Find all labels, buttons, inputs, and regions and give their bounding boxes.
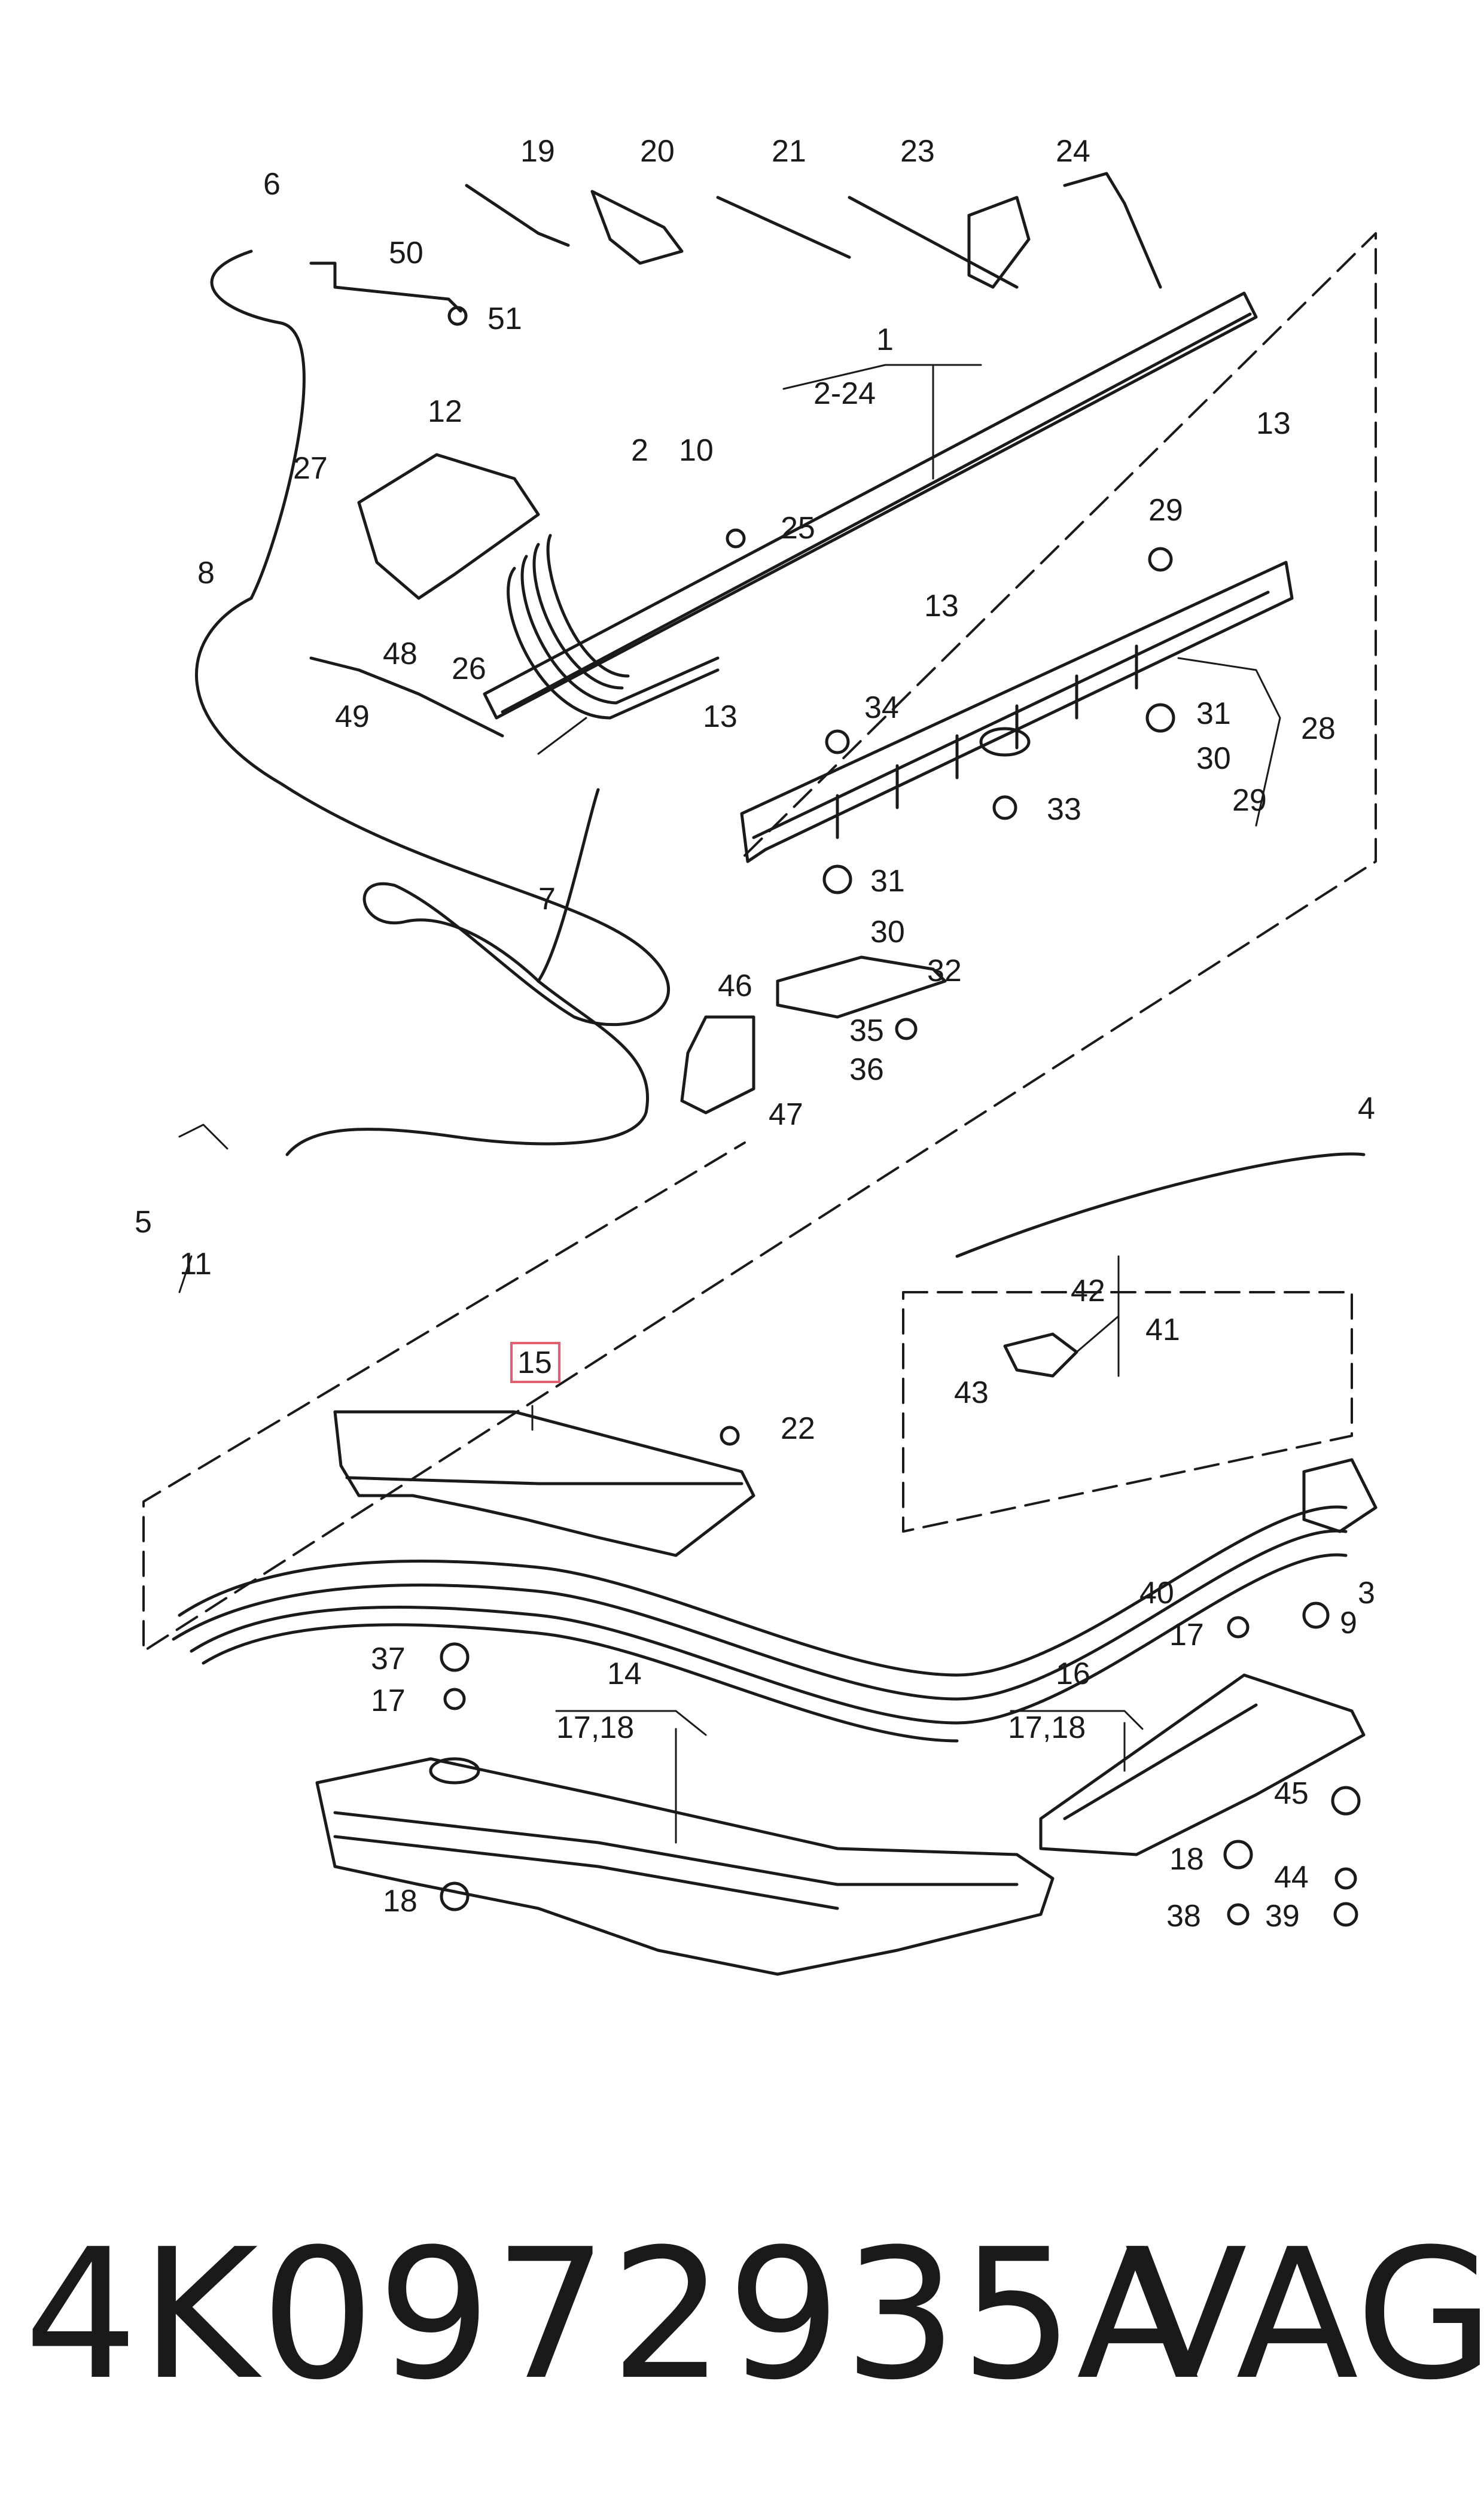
- callout-30a: 30: [1196, 741, 1231, 776]
- callout-14: 14: [607, 1657, 642, 1691]
- callout-3: 3: [1358, 1576, 1375, 1610]
- callout-24: 24: [1056, 134, 1090, 169]
- callout-43: 43: [954, 1375, 989, 1410]
- callout-18b: 18: [1169, 1842, 1204, 1877]
- callout-30b: 30: [870, 915, 905, 949]
- callout-38: 38: [1166, 1899, 1201, 1934]
- callout-20: 20: [640, 134, 675, 169]
- callout-4: 4: [1358, 1091, 1375, 1126]
- callout-34: 34: [864, 690, 899, 725]
- callout-10: 10: [679, 433, 714, 468]
- parts-diagram: 1 2-24 2 3 4 5 6 7 8 9 10 11 12 13 13 13…: [135, 134, 1378, 1976]
- upper-rail: [483, 291, 1258, 720]
- callout-9: 9: [1340, 1606, 1357, 1640]
- callout-labels: 1 2-24 2 3 4 5 6 7 8 9 10 11 12 13 13 13…: [135, 134, 1375, 1934]
- callout-51: 51: [487, 302, 522, 336]
- callout-29a: 29: [1148, 493, 1183, 528]
- callout-45: 45: [1274, 1776, 1309, 1811]
- callout-40: 40: [1139, 1576, 1174, 1610]
- callout-37: 37: [371, 1642, 406, 1676]
- callout-16-range: 17,18: [1008, 1710, 1086, 1745]
- dashed-frames: [142, 232, 1377, 1652]
- leader-lines: [178, 364, 1281, 1844]
- callout-14-range: 17,18: [556, 1710, 634, 1745]
- callout-17b: 17: [1169, 1618, 1204, 1652]
- callout-6: 6: [263, 167, 281, 202]
- callout-25: 25: [781, 511, 815, 546]
- callout-46: 46: [718, 969, 752, 1003]
- callout-19: 19: [520, 134, 555, 169]
- brand-label: VAG: [1125, 2211, 1484, 2419]
- callout-28: 28: [1301, 711, 1336, 746]
- callout-7: 7: [538, 882, 556, 917]
- callout-27: 27: [293, 451, 328, 486]
- callout-42: 42: [1071, 1274, 1105, 1308]
- callout-17a: 17: [371, 1683, 406, 1718]
- callout-36: 36: [849, 1052, 884, 1087]
- callout-12: 12: [428, 394, 462, 429]
- callout-5: 5: [135, 1205, 152, 1240]
- callout-13b: 13: [924, 589, 959, 623]
- callout-26: 26: [452, 651, 486, 686]
- callout-18a: 18: [383, 1884, 418, 1919]
- part-number: 4K0972935A: [24, 2211, 1202, 2419]
- callout-1: 1: [876, 322, 894, 357]
- callout-47: 47: [769, 1097, 803, 1132]
- callout-50: 50: [389, 236, 423, 270]
- callout-35: 35: [849, 1013, 884, 1048]
- callout-48: 48: [383, 637, 418, 671]
- callout-2: 2: [631, 433, 648, 468]
- callout-29b: 29: [1232, 783, 1267, 818]
- callout-16: 16: [1056, 1657, 1090, 1691]
- bracket-15: [333, 1410, 755, 1557]
- callout-49: 49: [335, 699, 370, 734]
- callout-22: 22: [781, 1411, 815, 1446]
- channel-28: [740, 561, 1294, 863]
- fasteners: [440, 306, 1361, 1927]
- callout-33: 33: [1047, 792, 1081, 827]
- harness-upper: [507, 534, 720, 720]
- callout-15: 15: [517, 1345, 552, 1380]
- callout-23: 23: [900, 134, 935, 169]
- highlight-box-15: [510, 1342, 560, 1383]
- sensor-cable: [194, 249, 1366, 1258]
- small-parts: [309, 172, 1378, 1533]
- callout-21: 21: [772, 134, 806, 169]
- callout-1-range: 2-24: [813, 376, 876, 411]
- callout-39: 39: [1265, 1899, 1300, 1934]
- callout-41: 41: [1145, 1313, 1180, 1347]
- callout-11: 11: [179, 1247, 212, 1281]
- callout-32: 32: [927, 954, 962, 988]
- callout-31b: 31: [870, 864, 905, 899]
- callout-44: 44: [1274, 1860, 1309, 1895]
- callout-31a: 31: [1196, 696, 1231, 731]
- callout-13a: 13: [1256, 406, 1291, 441]
- callout-13c: 13: [703, 699, 738, 734]
- tray-14: [315, 1757, 1055, 1976]
- tray-16: [1039, 1673, 1366, 1856]
- callout-8: 8: [197, 556, 215, 590]
- lower-cable: [172, 1505, 1348, 1743]
